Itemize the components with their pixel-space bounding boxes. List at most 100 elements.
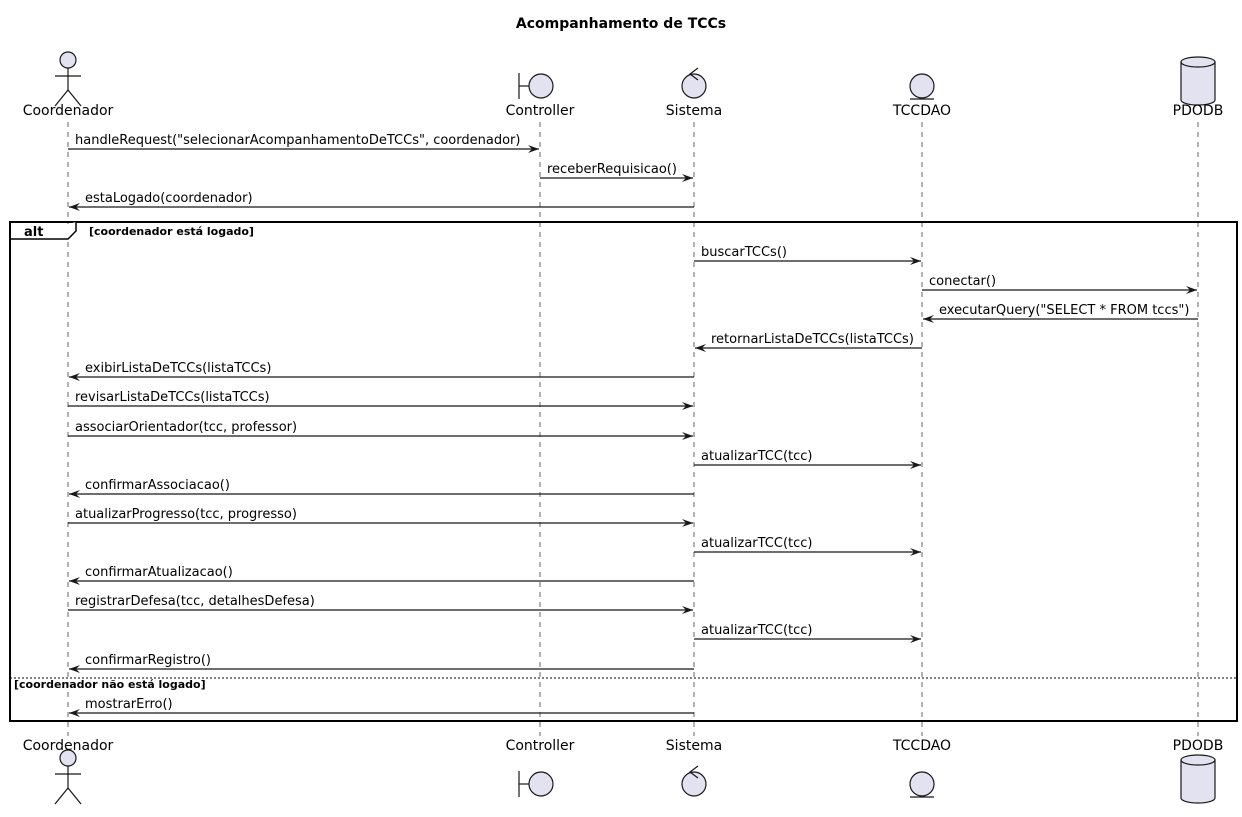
arrowhead-icon	[910, 257, 921, 265]
message-10: associarOrientador(tcc, professor)	[68, 420, 693, 440]
participant-name-top-db: PDODB	[1173, 103, 1224, 119]
entity-circle	[909, 73, 935, 99]
arrowhead-icon	[695, 344, 706, 352]
arrowhead-icon	[69, 577, 80, 585]
arrowhead-icon	[69, 203, 80, 211]
entity-icon	[909, 771, 935, 798]
message-1: handleRequest("selecionarAcompanhamentoD…	[68, 133, 539, 153]
participant-name-top-dao: TCCDAO	[892, 103, 951, 119]
participants-top: Coordenador Controller Sistema TCCDAO PDODB	[23, 51, 1224, 119]
message-4: buscarTCCs()	[694, 245, 921, 265]
messages: handleRequest("selecionarAcompanhamentoD…	[68, 133, 1198, 717]
control-icon	[681, 67, 707, 99]
participant-name-top-sis: Sistema	[666, 103, 722, 119]
boundary-circle	[528, 771, 554, 797]
boundary-circle	[528, 73, 554, 99]
fragment-frame	[9, 221, 1238, 722]
message-6: executarQuery("SELECT * FROM tccs")	[923, 303, 1198, 323]
participants-bottom: Coordenador Controller Sistema TCCDAO PDODB	[23, 738, 1224, 805]
database-body	[1180, 56, 1216, 106]
actor-icon	[54, 749, 82, 805]
message-2: receberRequisicao()	[540, 162, 693, 182]
diagram-title: Acompanhamento de TCCs	[516, 16, 726, 32]
arrowhead-icon	[682, 519, 693, 527]
message-label: conectar()	[929, 274, 996, 289]
message-14: atualizarTCC(tcc)	[694, 536, 921, 556]
arrowhead-icon	[528, 145, 539, 153]
entity-icon	[909, 73, 935, 100]
control-arrow	[689, 765, 699, 779]
message-7: retornarListaDeTCCs(listaTCCs)	[695, 332, 922, 352]
message-label: confirmarRegistro()	[85, 653, 211, 668]
arrowhead-icon	[682, 402, 693, 410]
database-icon	[1180, 754, 1216, 804]
arrowhead-icon	[682, 432, 693, 440]
message-label: receberRequisicao()	[547, 162, 677, 177]
arrowhead-icon	[910, 635, 921, 643]
fragment-tab	[10, 222, 77, 240]
message-16: registrarDefesa(tcc, detalhesDefesa)	[68, 594, 693, 614]
boundary-icon	[518, 771, 554, 797]
alt-fragment: alt[coordenador está logado][coordenador…	[9, 221, 1238, 722]
participant-name-top-ctrl: Controller	[506, 103, 575, 119]
actor-leg-right	[67, 89, 82, 107]
message-label: exibirListaDeTCCs(listaTCCs)	[85, 361, 271, 376]
message-9: revisarListaDeTCCs(listaTCCs)	[68, 390, 693, 410]
message-19: mostrarErro()	[69, 697, 694, 717]
arrowhead-icon	[682, 606, 693, 614]
arrowhead-icon	[1186, 286, 1197, 294]
message-label: registrarDefesa(tcc, detalhesDefesa)	[75, 594, 315, 609]
message-label: confirmarAssociacao()	[85, 478, 230, 493]
boundary-icon	[518, 73, 554, 99]
fragment-guard-2: [coordenador não está logado]	[14, 678, 206, 691]
message-13: atualizarProgresso(tcc, progresso)	[68, 507, 693, 527]
participant-name-top-coord: Coordenador	[23, 103, 114, 119]
actor-head	[59, 749, 77, 767]
message-15: confirmarAtualizacao()	[69, 565, 694, 585]
message-label: atualizarProgresso(tcc, progresso)	[75, 507, 297, 522]
actor-leg-left	[54, 89, 69, 107]
control-circle	[681, 73, 707, 99]
arrowhead-icon	[69, 709, 80, 717]
message-12: confirmarAssociacao()	[69, 478, 694, 498]
message-label: atualizarTCC(tcc)	[701, 536, 813, 551]
arrowhead-icon	[910, 461, 921, 469]
fragment-operator: alt	[24, 225, 43, 240]
message-label: atualizarTCC(tcc)	[701, 623, 813, 638]
arrowhead-icon	[69, 373, 80, 381]
message-label: revisarListaDeTCCs(listaTCCs)	[75, 390, 270, 405]
arrowhead-icon	[69, 490, 80, 498]
message-17: atualizarTCC(tcc)	[694, 623, 921, 643]
arrowhead-icon	[682, 174, 693, 182]
database-body	[1180, 754, 1216, 804]
message-label: confirmarAtualizacao()	[85, 565, 233, 580]
message-label: retornarListaDeTCCs(listaTCCs)	[711, 332, 914, 347]
arrowhead-icon	[923, 315, 934, 323]
message-5: conectar()	[922, 274, 1197, 294]
message-label: estaLogado(coordenador)	[85, 191, 253, 206]
message-11: atualizarTCC(tcc)	[694, 449, 921, 469]
control-icon	[681, 765, 707, 797]
participant-name-bottom-coord: Coordenador	[23, 738, 114, 754]
message-label: atualizarTCC(tcc)	[701, 449, 813, 464]
participant-name-bottom-sis: Sistema	[666, 738, 722, 754]
actor-head	[59, 51, 77, 69]
participant-name-bottom-db: PDODB	[1173, 738, 1224, 754]
control-arrow	[689, 67, 699, 81]
actor-icon	[54, 51, 82, 107]
message-label: handleRequest("selecionarAcompanhamentoD…	[75, 133, 520, 148]
participant-name-bottom-dao: TCCDAO	[892, 738, 951, 754]
message-label: associarOrientador(tcc, professor)	[75, 420, 297, 435]
actor-leg-right	[67, 787, 82, 805]
message-8: exibirListaDeTCCs(listaTCCs)	[69, 361, 694, 381]
message-label: mostrarErro()	[85, 697, 173, 712]
message-label: buscarTCCs()	[701, 245, 787, 260]
message-3: estaLogado(coordenador)	[69, 191, 694, 211]
database-icon	[1180, 56, 1216, 106]
participant-name-bottom-ctrl: Controller	[506, 738, 575, 754]
message-label: executarQuery("SELECT * FROM tccs")	[939, 303, 1189, 318]
actor-leg-left	[54, 787, 69, 805]
control-circle	[681, 771, 707, 797]
database-rim	[1180, 61, 1216, 68]
